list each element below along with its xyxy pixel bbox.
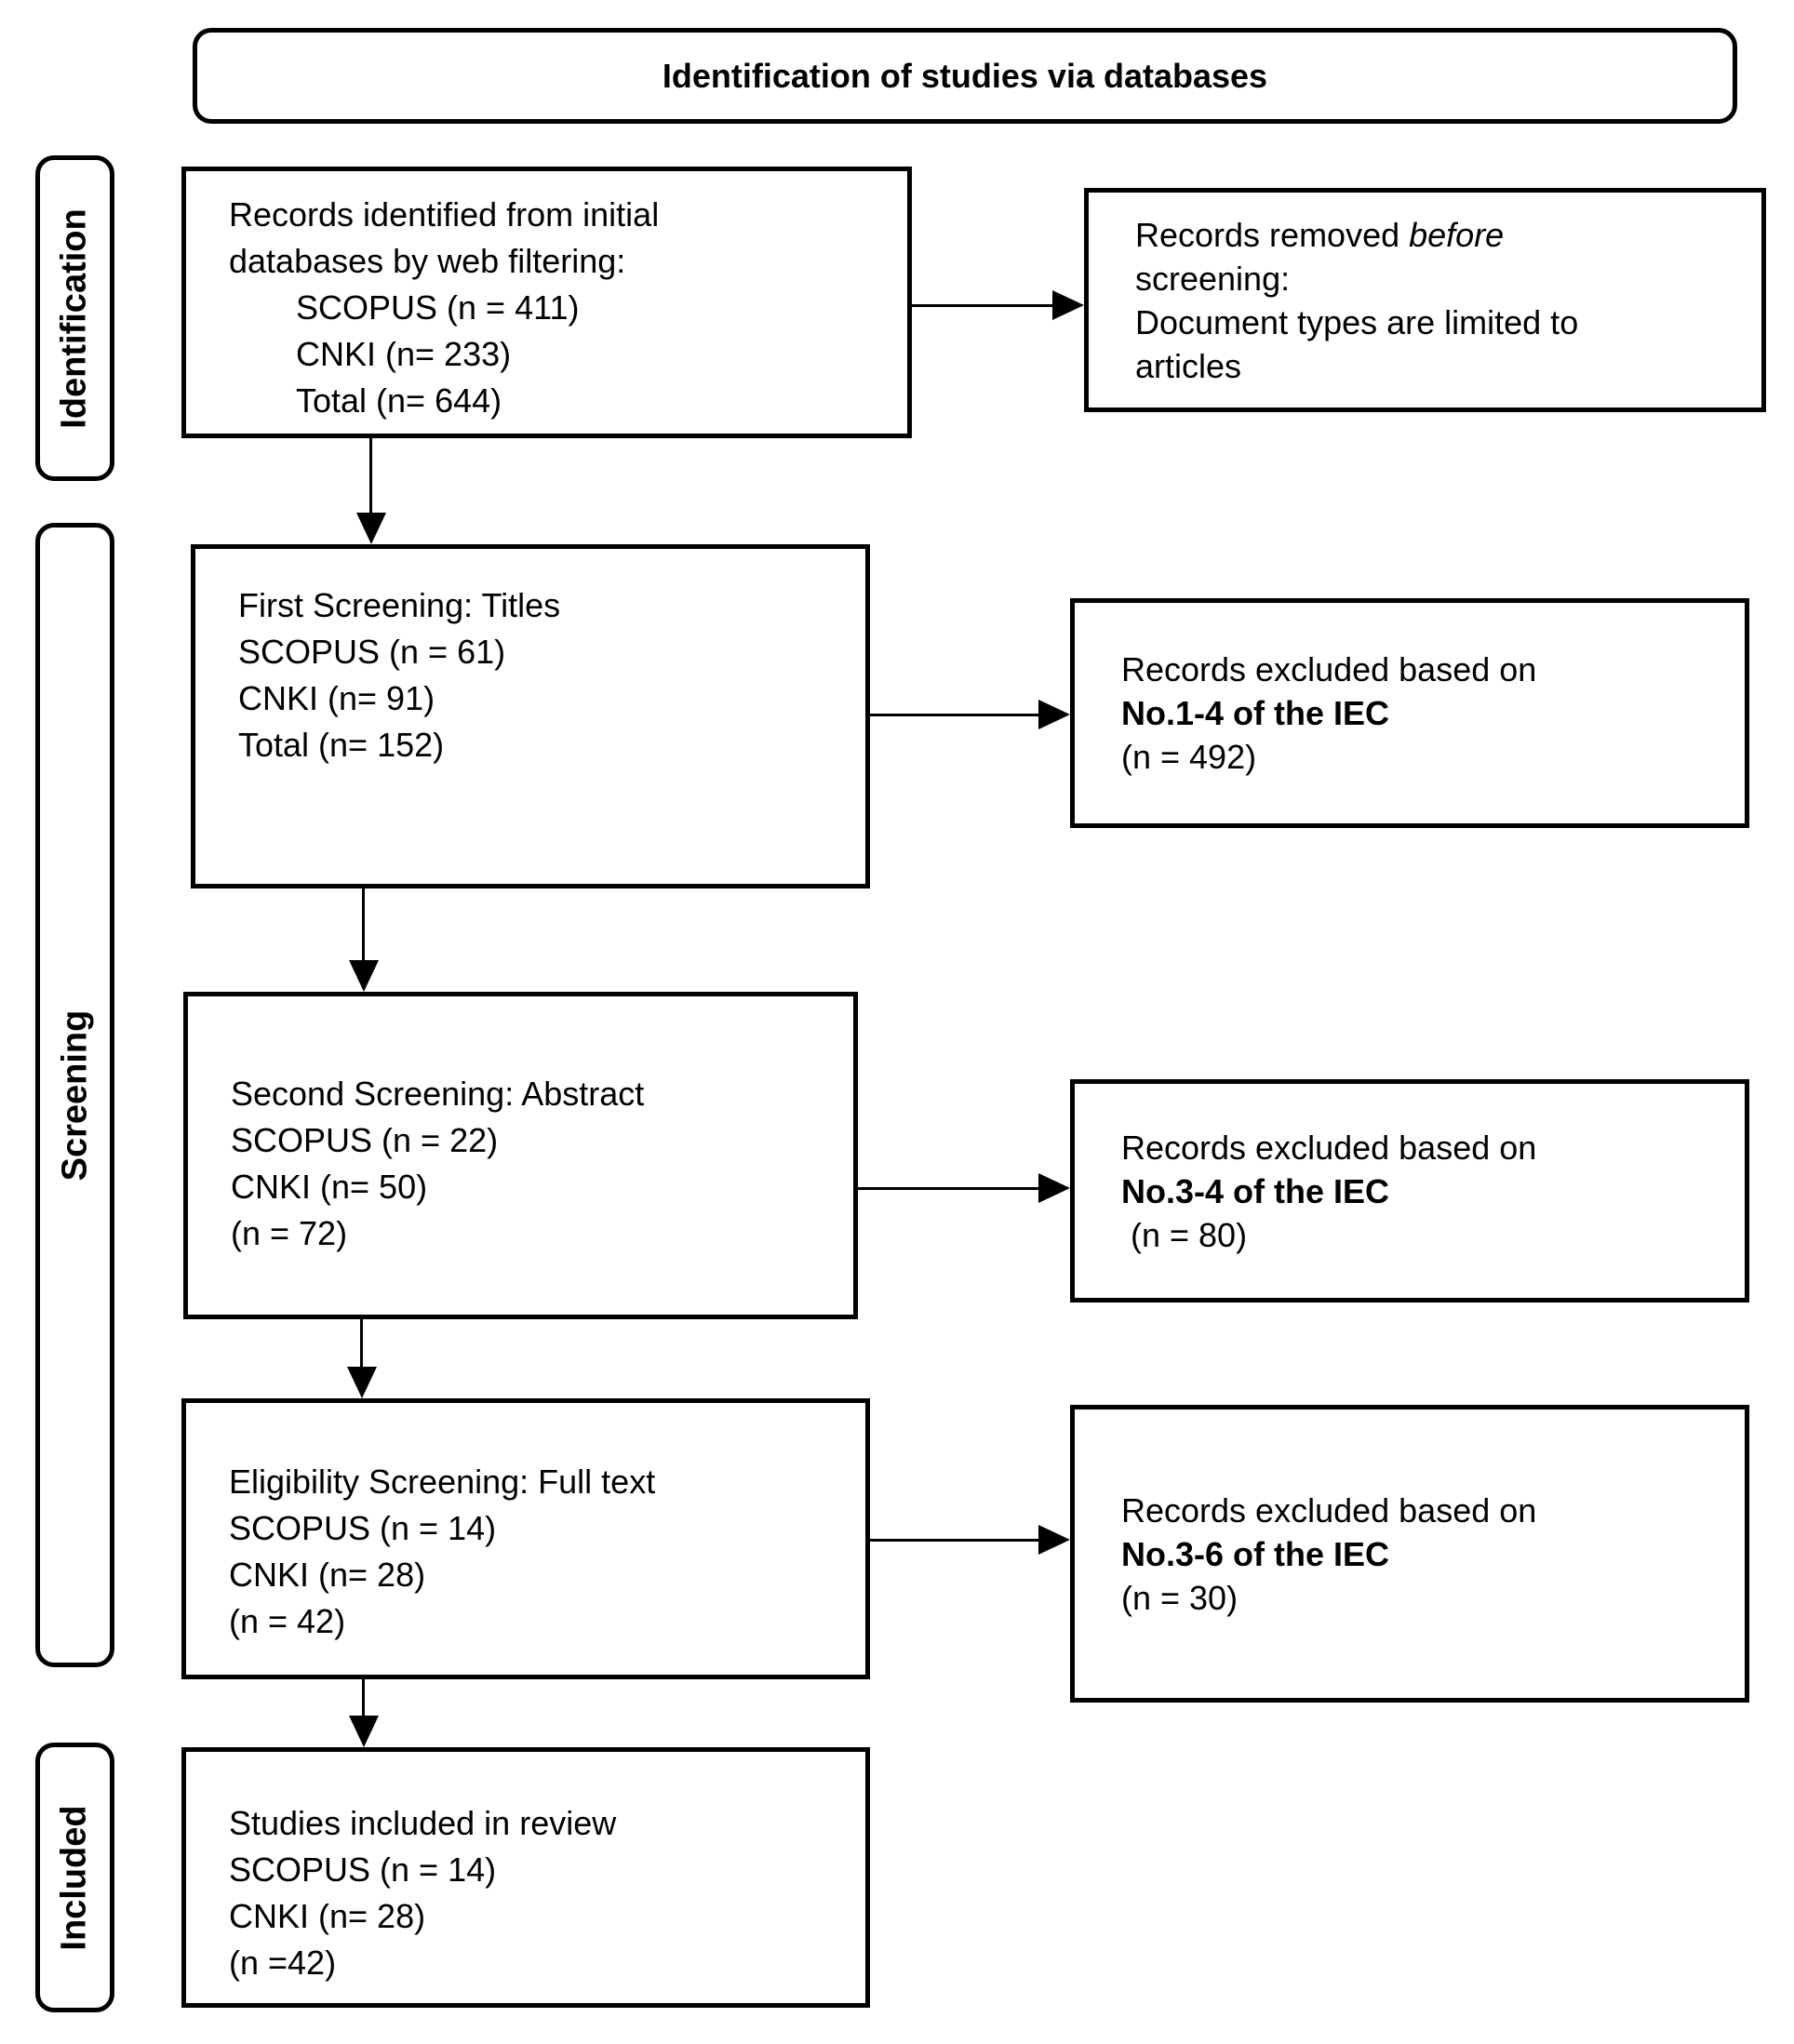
arrow-identified-to-removed-head xyxy=(1052,290,1084,320)
diagram-title: Identification of studies via databases xyxy=(662,56,1268,95)
arrow-second-to-eligibility-head xyxy=(347,1367,377,1398)
excluded-1-count: (n = 492) xyxy=(1121,738,1257,776)
stage-box-identification: Identification xyxy=(35,155,114,481)
records-identified-cnki: CNKI (n= 233) xyxy=(296,335,512,373)
studies-included-box: Studies included in review SCOPUS (n = 1… xyxy=(181,1747,870,2008)
excluded-iec-3-4-box: Records excluded based on No.3-4 of the … xyxy=(1070,1079,1749,1303)
eligibility-scopus: SCOPUS (n = 14) xyxy=(229,1509,497,1547)
arrow-first-to-second-head xyxy=(349,960,379,992)
arrow-eligibility-to-included-head xyxy=(349,1716,379,1747)
second-screening-cnki: CNKI (n= 50) xyxy=(231,1168,428,1206)
records-identified-line: Records identified from initial xyxy=(229,195,660,234)
excluded-3-count: (n = 30) xyxy=(1121,1578,1238,1617)
excluded-3-line1: Records excluded based on xyxy=(1121,1490,1537,1530)
arrow-eligibility-to-excluded-line xyxy=(868,1539,1041,1542)
included-cnki: CNKI (n= 28) xyxy=(229,1897,426,1935)
excluded-2-line1: Records excluded based on xyxy=(1121,1128,1537,1167)
eligibility-total: (n = 42) xyxy=(229,1602,346,1640)
records-removed-box: Records removed before screening: Docume… xyxy=(1084,188,1766,412)
excluded-1-criteria: No.1-4 of the IEC xyxy=(1121,694,1390,732)
first-screening-total: Total (n= 152) xyxy=(238,726,445,764)
records-removed-line2: screening: xyxy=(1135,259,1291,298)
stage-box-screening: Screening xyxy=(35,523,114,1667)
records-removed-line4: articles xyxy=(1135,346,1242,385)
first-screening-title: First Screening: Titles xyxy=(238,586,561,624)
records-identified-box: Records identified from initial database… xyxy=(181,167,912,438)
included-title: Studies included in review xyxy=(229,1804,617,1842)
records-removed-prefix: Records removed xyxy=(1135,215,1410,254)
eligibility-cnki: CNKI (n= 28) xyxy=(229,1556,426,1594)
stage-label-screening: Screening xyxy=(55,1009,95,1181)
excluded-2-count: (n = 80) xyxy=(1121,1215,1248,1254)
excluded-iec-1-4-box: Records excluded based on No.1-4 of the … xyxy=(1070,598,1749,828)
second-screening-scopus: SCOPUS (n = 22) xyxy=(231,1121,499,1159)
arrow-second-to-excluded-head xyxy=(1038,1173,1070,1203)
excluded-3-criteria: No.3-6 of the IEC xyxy=(1121,1534,1390,1573)
eligibility-title: Eligibility Screening: Full text xyxy=(229,1463,656,1501)
arrow-first-to-second-line xyxy=(362,888,365,962)
included-scopus: SCOPUS (n = 14) xyxy=(229,1850,497,1889)
second-screening-title: Second Screening: Abstract xyxy=(231,1075,645,1113)
second-screening-box: Second Screening: Abstract SCOPUS (n = 2… xyxy=(183,992,858,1319)
excluded-iec-3-6-box: Records excluded based on No.3-6 of the … xyxy=(1070,1405,1749,1703)
first-screening-box: First Screening: Titles SCOPUS (n = 61) … xyxy=(191,544,870,888)
arrow-eligibility-to-excluded-head xyxy=(1038,1525,1070,1555)
excluded-2-criteria: No.3-4 of the IEC xyxy=(1121,1171,1390,1210)
arrow-identified-to-removed-line xyxy=(912,304,1055,307)
arrow-eligibility-to-included-line xyxy=(362,1679,365,1717)
records-removed-before: before xyxy=(1409,215,1505,254)
included-total: (n =42) xyxy=(229,1944,337,1982)
header-box: Identification of studies via databases xyxy=(193,28,1737,124)
records-removed-line1: Records removed before xyxy=(1135,213,1752,257)
excluded-1-line1: Records excluded based on xyxy=(1121,650,1537,688)
records-identified-line: databases by web filtering: xyxy=(229,242,626,280)
second-screening-total: (n = 72) xyxy=(231,1214,348,1252)
records-identified-scopus: SCOPUS (n = 411) xyxy=(296,288,580,327)
arrow-first-to-excluded-line xyxy=(868,714,1041,716)
records-removed-line3: Document types are limited to xyxy=(1135,302,1579,341)
stage-label-included: Included xyxy=(55,1804,95,1951)
arrow-second-to-eligibility-line xyxy=(360,1319,363,1369)
first-screening-scopus: SCOPUS (n = 61) xyxy=(238,633,506,671)
arrow-second-to-excluded-line xyxy=(856,1187,1041,1190)
stage-label-identification: Identification xyxy=(55,207,95,429)
arrow-first-to-excluded-head xyxy=(1038,700,1070,729)
first-screening-cnki: CNKI (n= 91) xyxy=(238,679,435,717)
arrow-identified-to-first-head xyxy=(356,513,386,544)
eligibility-screening-box: Eligibility Screening: Full text SCOPUS … xyxy=(181,1398,870,1679)
records-identified-total: Total (n= 644) xyxy=(296,381,502,420)
arrow-identified-to-first-line xyxy=(369,438,372,514)
stage-box-included: Included xyxy=(35,1743,114,2012)
